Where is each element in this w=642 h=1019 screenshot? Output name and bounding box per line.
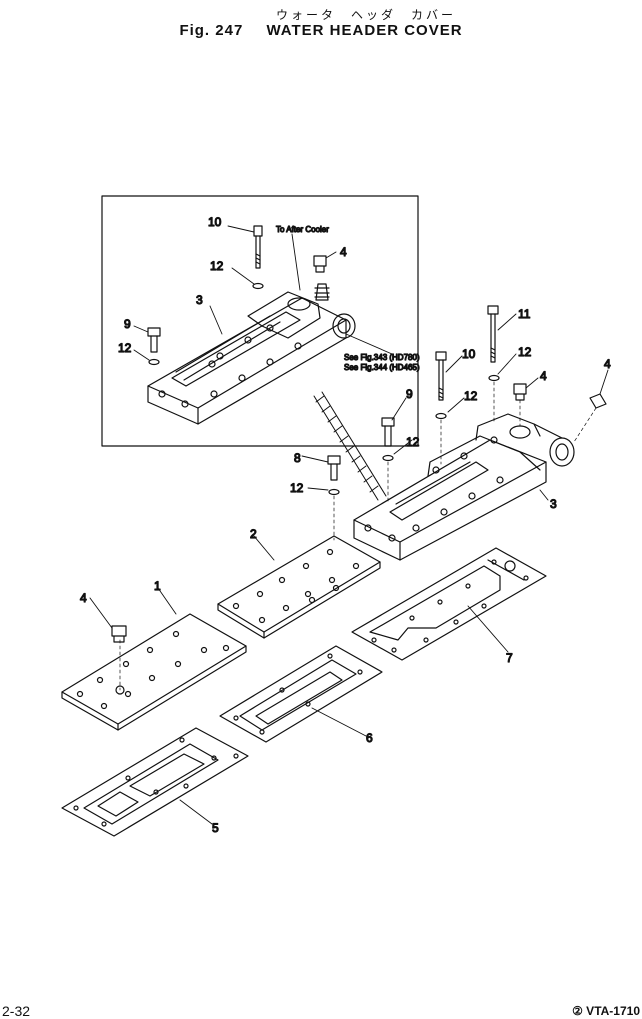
inset-callout-12a: 12	[210, 259, 224, 273]
gasket-6	[219, 645, 383, 743]
centerlines	[119, 381, 597, 691]
main-leaders	[89, 313, 609, 825]
water-header-main	[353, 413, 575, 561]
callout-4-c: 4	[80, 591, 87, 605]
callout-7: 7	[506, 651, 513, 665]
inset-water-header	[147, 283, 356, 425]
note-to-after-cooler: To After Cooler	[276, 225, 329, 234]
callout-10: 10	[462, 347, 476, 361]
inset-washer-12a	[252, 282, 264, 290]
bolt-9	[381, 417, 395, 447]
note-see-fig-343: See Fig.343 (HD780)	[344, 353, 420, 362]
callout-5: 5	[212, 821, 219, 835]
callout-6: 6	[366, 731, 373, 745]
washer-12-d	[328, 488, 340, 496]
washer-12-b	[435, 412, 447, 420]
callout-12-b: 12	[464, 389, 478, 403]
inset-detail: 10 4 12 3 9 12 To After Cooler See Fig.3…	[101, 195, 421, 447]
bolt-10	[435, 351, 447, 401]
inset-callout-9: 9	[124, 317, 131, 331]
bolt-11	[487, 305, 499, 363]
gasket-5	[61, 727, 249, 837]
callout-4-b: 4	[604, 357, 611, 371]
inset-frame	[101, 195, 419, 447]
inset-callout-4: 4	[340, 245, 347, 259]
note-see-fig-344: See Fig.344 (HD465)	[344, 363, 420, 372]
washer-12-a	[488, 374, 500, 382]
bolt-8	[327, 455, 341, 481]
callout-1: 1	[154, 579, 161, 593]
inset-callout-12b: 12	[118, 341, 132, 355]
callout-8: 8	[294, 451, 301, 465]
plug-4-b	[589, 393, 607, 409]
plate-2	[217, 535, 381, 639]
figure-title-japanese: ウォータ ヘッダ カバー	[275, 8, 456, 22]
washer-12-c	[382, 454, 394, 462]
callout-9: 9	[406, 387, 413, 401]
plug-4-c	[111, 625, 127, 643]
callout-3: 3	[550, 497, 557, 511]
figure-title: Fig. 247 WATER HEADER COVER	[0, 22, 642, 39]
inset-callout-10: 10	[208, 215, 222, 229]
callout-12-d: 12	[290, 481, 304, 495]
inset-bolt-10	[253, 225, 263, 269]
page-number: 2-32	[2, 1003, 31, 1019]
inset-bolt-9	[147, 327, 161, 353]
figure-name: WATER HEADER COVER	[266, 22, 463, 39]
gasket-7	[351, 547, 547, 661]
callout-11: 11	[518, 307, 531, 321]
plate-1	[61, 613, 247, 731]
figure-number: Fig. 247	[179, 22, 244, 39]
inset-plug-4	[313, 255, 327, 273]
inset-washer-12b	[148, 358, 160, 366]
callout-12-a: 12	[518, 345, 532, 359]
inset-leaders	[133, 225, 393, 361]
callout-2: 2	[250, 527, 257, 541]
callout-4-a: 4	[540, 369, 547, 383]
document-code: ② VTA-1710	[572, 1004, 640, 1018]
inset-pointer	[313, 391, 387, 501]
callout-12-c: 12	[406, 435, 420, 449]
inset-callout-3: 3	[196, 293, 203, 307]
plug-4-a	[513, 383, 527, 401]
